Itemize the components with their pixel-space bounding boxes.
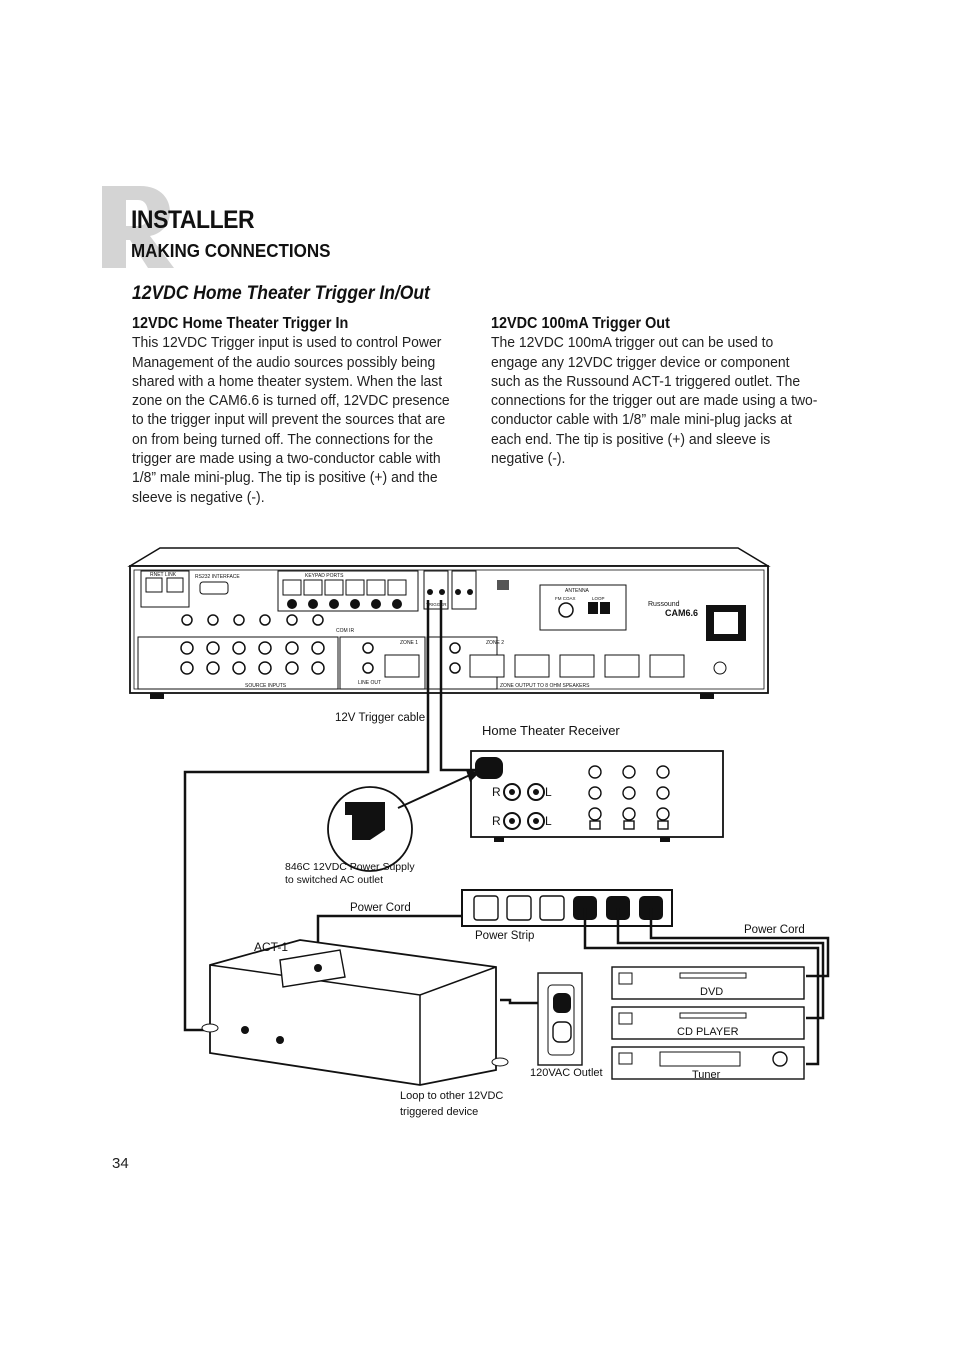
loop-label-1: Loop to other 12VDC xyxy=(400,1090,503,1102)
left-column: 12VDC Home Theater Trigger In This 12VDC… xyxy=(132,314,462,507)
cd-player: CD PLAYER xyxy=(611,1006,805,1040)
power-supply-846c: 846C 12VDC Power Supply to switched AC o… xyxy=(285,770,480,886)
power-strip: Power Strip xyxy=(461,889,673,942)
antenna-label: ANTENNA xyxy=(565,588,590,594)
device-brand: Russound xyxy=(648,601,680,608)
logo-letter: R xyxy=(100,186,101,187)
tuner: Tuner xyxy=(611,1046,805,1081)
line-out-label: LINE OUT xyxy=(358,680,381,686)
page-title: INSTALLER xyxy=(131,206,255,234)
receiver-l1: L xyxy=(545,785,552,799)
right-column: 12VDC 100mA Trigger Out The 12VDC 100mA … xyxy=(491,314,821,468)
trigger-cable-label: 12V Trigger cable xyxy=(335,712,425,724)
cam66-rear-panel: RNET LINK RS232 INTERFACE KEYPAD PORTS C… xyxy=(127,547,771,699)
left-column-heading: 12VDC Home Theater Trigger In xyxy=(132,315,349,332)
source-inputs-label: SOURCE INPUTS xyxy=(245,683,287,689)
cd-label: CD PLAYER xyxy=(677,1026,739,1038)
com-ir-label: COM IR xyxy=(336,628,354,634)
rnet-label: RNET LINK xyxy=(150,572,177,578)
dvd-label: DVD xyxy=(700,986,723,998)
home-theater-receiver: R L R L Home Theater Receiver xyxy=(470,723,724,842)
dvd-player: DVD xyxy=(611,966,805,1000)
rs232-label: RS232 INTERFACE xyxy=(195,574,240,580)
zone1-label: ZONE 1 xyxy=(400,640,418,646)
loop-label-2: triggered device xyxy=(400,1106,478,1118)
page-number: 34 xyxy=(112,1155,129,1172)
loop-label: LOOP xyxy=(592,596,605,601)
power-cord-right-label: Power Cord xyxy=(744,924,805,936)
device-model: CAM6.6 xyxy=(665,608,698,618)
receiver-l2: L xyxy=(545,814,552,828)
power-supply-label-2: to switched AC outlet xyxy=(285,874,383,886)
receiver-r1: R xyxy=(492,785,501,799)
left-column-body: This 12VDC Trigger input is used to cont… xyxy=(132,334,450,506)
section-title: 12VDC Home Theater Trigger In/Out xyxy=(132,283,430,304)
tuner-label: Tuner xyxy=(692,1069,721,1081)
act1-device: ACT-1 xyxy=(201,939,509,1086)
zone-output-label: ZONE OUTPUT TO 8 OHM SPEAKERS xyxy=(500,683,590,689)
power-supply-label-1: 846C 12VDC Power Supply xyxy=(285,861,415,873)
wall-outlet: 120VAC Outlet xyxy=(530,972,603,1079)
act1-label: ACT-1 xyxy=(254,940,288,954)
receiver-label: Home Theater Receiver xyxy=(482,723,620,738)
right-column-heading: 12VDC 100mA Trigger Out xyxy=(491,315,670,332)
fm-coax-label: FM COAX xyxy=(555,596,576,601)
russound-logo-mark: R xyxy=(100,186,174,268)
right-column-body: The 12VDC 100mA trigger out can be used … xyxy=(491,334,818,468)
trigger-cable xyxy=(183,600,475,1032)
receiver-r2: R xyxy=(492,814,501,828)
wiring-diagram: RNET LINK RS232 INTERFACE KEYPAD PORTS C… xyxy=(127,547,830,1118)
keypad-label: KEYPAD PORTS xyxy=(305,573,344,579)
power-cord-left-label: Power Cord xyxy=(350,902,411,914)
trigger-label: TRIGGER xyxy=(426,602,447,607)
power-strip-label: Power Strip xyxy=(475,930,534,942)
page-subtitle: MAKING CONNECTIONS xyxy=(131,240,331,261)
outlet-label: 120VAC Outlet xyxy=(530,1067,603,1079)
zone2-label: ZONE 2 xyxy=(486,640,504,646)
